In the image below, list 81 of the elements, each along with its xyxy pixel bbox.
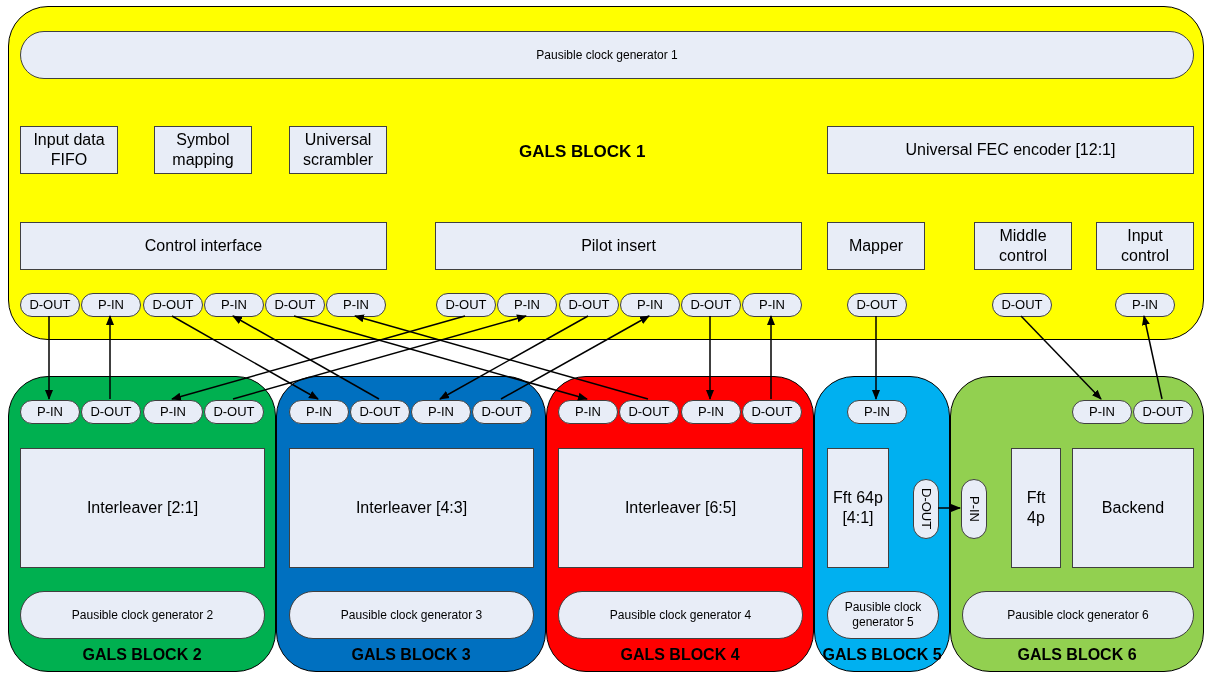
port-pill: D-OUT xyxy=(20,293,80,317)
port-pill: D-OUT xyxy=(742,400,802,424)
block-title: GALS BLOCK 6 xyxy=(1016,645,1138,665)
arrow xyxy=(767,315,775,400)
port-pill: P-IN xyxy=(289,400,349,424)
arrow xyxy=(171,315,319,400)
clock-generator-pill: Pausible clock generator 3 xyxy=(289,591,534,639)
gals-block xyxy=(8,376,276,672)
port-pill: P-IN xyxy=(143,400,203,424)
module-box: Symbol mapping xyxy=(154,126,252,174)
gals-block xyxy=(814,376,950,672)
arrow xyxy=(171,315,466,401)
module-box: Backend xyxy=(1072,448,1194,568)
arrow xyxy=(500,315,650,400)
block-title: GALS BLOCK 3 xyxy=(350,645,472,665)
module-box: Interleaver [6:5] xyxy=(558,448,803,568)
port-pill: D-OUT xyxy=(619,400,679,424)
arrow xyxy=(1020,315,1102,400)
block-title: GALS BLOCK 5 xyxy=(821,645,943,665)
module-box: Middle control xyxy=(974,222,1072,270)
port-pill: P-IN xyxy=(1072,400,1132,424)
port-pill: D-OUT xyxy=(1133,400,1193,424)
port-pill: D-OUT xyxy=(265,293,325,317)
port-pill: P-IN xyxy=(961,479,987,539)
arrow xyxy=(937,504,961,512)
port-pill: D-OUT xyxy=(81,400,141,424)
gals-block xyxy=(950,376,1204,672)
arrow xyxy=(439,315,589,400)
clock-generator-pill: Pausible clock generator 2 xyxy=(20,591,265,639)
module-box: Input control xyxy=(1096,222,1194,270)
port-pill: D-OUT xyxy=(992,293,1052,317)
module-box: Universal FEC encoder [12:1] xyxy=(827,126,1194,174)
port-pill: D-OUT xyxy=(681,293,741,317)
port-pill: D-OUT xyxy=(204,400,264,424)
gals-block xyxy=(276,376,546,672)
module-box: Mapper xyxy=(827,222,925,270)
gals-block xyxy=(546,376,814,672)
module-box: Fft 4p xyxy=(1011,448,1061,568)
port-pill: P-IN xyxy=(411,400,471,424)
module-box: Input data FIFO xyxy=(20,126,118,174)
port-pill: P-IN xyxy=(742,293,802,317)
port-pill: P-IN xyxy=(1115,293,1175,317)
arrow xyxy=(232,315,380,400)
module-box: Fft 64p [4:1] xyxy=(827,448,889,568)
port-pill: P-IN xyxy=(326,293,386,317)
port-pill: D-OUT xyxy=(472,400,532,424)
port-pill: D-OUT xyxy=(847,293,907,317)
port-pill: D-OUT xyxy=(436,293,496,317)
module-box: Control interface xyxy=(20,222,387,270)
port-pill: P-IN xyxy=(620,293,680,317)
block-title: GALS BLOCK 2 xyxy=(81,645,203,665)
port-pill: D-OUT xyxy=(913,479,939,539)
port-pill: D-OUT xyxy=(143,293,203,317)
module-box: Pilot insert xyxy=(435,222,802,270)
port-pill: P-IN xyxy=(681,400,741,424)
clock-generator-pill: Pausible clock generator 4 xyxy=(558,591,803,639)
block-title: GALS BLOCK 4 xyxy=(619,645,741,665)
arrow xyxy=(706,315,714,400)
clock-generator-pill: Pausible clock generator 6 xyxy=(962,591,1194,639)
arrow xyxy=(872,315,880,400)
arrow xyxy=(293,315,588,401)
port-pill: D-OUT xyxy=(350,400,410,424)
arrow xyxy=(45,315,53,400)
port-pill: P-IN xyxy=(847,400,907,424)
arrow xyxy=(1142,315,1163,400)
arrow xyxy=(106,315,114,400)
port-pill: P-IN xyxy=(204,293,264,317)
port-pill: P-IN xyxy=(497,293,557,317)
port-pill: P-IN xyxy=(81,293,141,317)
arrow xyxy=(354,314,649,400)
port-pill: P-IN xyxy=(558,400,618,424)
clock-generator-pill: Pausible clock generator 5 xyxy=(827,591,939,639)
gals-block xyxy=(8,6,1204,340)
port-pill: P-IN xyxy=(20,400,80,424)
module-box: Interleaver [4:3] xyxy=(289,448,534,568)
module-box: Interleaver [2:1] xyxy=(20,448,265,568)
module-box: Universal scrambler xyxy=(289,126,387,174)
port-pill: D-OUT xyxy=(559,293,619,317)
arrow xyxy=(232,314,527,400)
clock-generator-pill: Pausible clock generator 1 xyxy=(20,31,1194,79)
block-title: GALS BLOCK 1 xyxy=(519,141,646,163)
